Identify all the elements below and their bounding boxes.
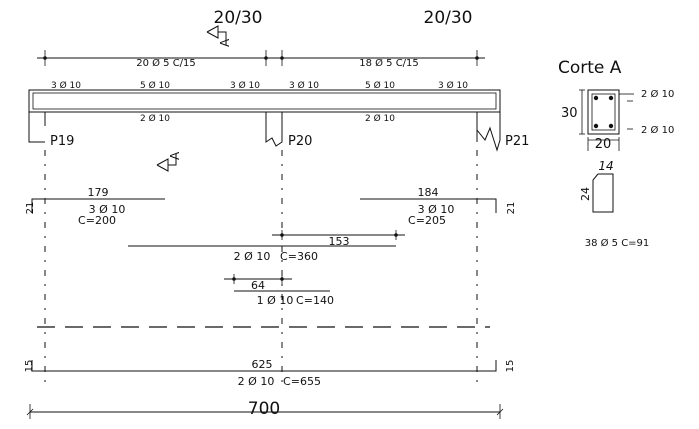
bar4-length: 64 xyxy=(251,279,265,292)
bar-64 xyxy=(224,274,330,292)
cut-marker-lower: A xyxy=(156,151,182,172)
top-bar-1: 3 Ø 10 xyxy=(51,80,81,91)
bottom-bar-right: 2 Ø 10 xyxy=(365,113,395,124)
section-top-rebar: 2 Ø 10 xyxy=(641,88,674,100)
stirrup-spec-right: 18 Ø 5 C/15 xyxy=(359,57,419,69)
column-p20: P20 xyxy=(288,134,312,149)
bar4-spec: 1 Ø 10 xyxy=(257,294,294,307)
top-bar-5: 5 Ø 10 xyxy=(365,80,395,91)
bar-625 xyxy=(31,360,497,372)
stirrup-width: 14 xyxy=(598,159,613,173)
bar1-hook: 21 xyxy=(25,202,36,215)
overall-dimension xyxy=(26,404,504,419)
cut-marker-label: A xyxy=(218,38,232,47)
bar5-total: C=655 xyxy=(283,375,321,388)
bar1-length: 179 xyxy=(88,186,109,199)
bar3-spec: 2 Ø 10 xyxy=(234,250,271,263)
column-p19: P19 xyxy=(50,134,74,149)
section-drawing xyxy=(579,89,634,151)
bar2-hook: 21 xyxy=(506,202,517,215)
bar5-spec: 2 Ø 10 xyxy=(238,375,275,388)
beam-elevation xyxy=(28,89,501,152)
bar5-hook-right: 15 xyxy=(505,360,516,373)
section-label-right: 20/30 xyxy=(424,8,473,28)
bar1-total: C=200 xyxy=(78,214,116,227)
bar3-length: 153 xyxy=(329,235,350,248)
stirrup-spec: 38 Ø 5 C=91 xyxy=(585,237,650,249)
bar4-total: C=140 xyxy=(296,294,334,307)
top-bar-3: 3 Ø 10 xyxy=(230,80,260,91)
cut-marker-label-lower: A xyxy=(168,151,182,160)
bar5-length: 625 xyxy=(252,358,273,371)
stirrup-height: 24 xyxy=(579,187,592,201)
bar2-spec: 3 Ø 10 xyxy=(418,203,455,216)
bar3-total: C=360 xyxy=(280,250,318,263)
stirrup-dim-line xyxy=(37,50,485,66)
bottom-bar-left: 2 Ø 10 xyxy=(140,113,170,124)
top-bar-2: 5 Ø 10 xyxy=(140,80,170,91)
bar-153 xyxy=(128,230,405,247)
section-title: Corte A xyxy=(558,58,622,78)
section-bottom-rebar: 2 Ø 10 xyxy=(641,124,674,136)
bar1-spec: 3 Ø 10 xyxy=(89,203,126,216)
stirrup-shape xyxy=(592,173,614,213)
bar2-total: C=205 xyxy=(408,214,446,227)
overall-length: 700 xyxy=(248,399,280,419)
section-height: 30 xyxy=(561,106,578,121)
bar5-hook-left: 15 xyxy=(24,360,35,373)
bar-179 xyxy=(31,198,165,213)
top-bar-6: 3 Ø 10 xyxy=(438,80,468,91)
top-bar-4: 3 Ø 10 xyxy=(289,80,319,91)
section-width: 20 xyxy=(595,137,612,152)
stirrup-spec-left: 20 Ø 5 C/15 xyxy=(136,57,196,69)
cut-marker-top: A xyxy=(206,25,232,47)
column-p21: P21 xyxy=(505,134,529,149)
bar2-length: 184 xyxy=(418,186,439,199)
bar-184 xyxy=(360,198,497,213)
section-label-left: 20/30 xyxy=(214,8,263,28)
